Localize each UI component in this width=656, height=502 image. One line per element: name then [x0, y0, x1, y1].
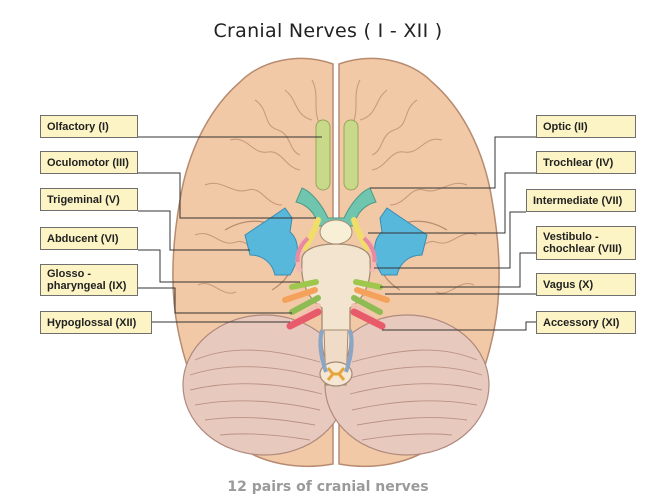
oculomotor-nerve — [302, 217, 370, 251]
label-vestibulocochlear: Vestibulo - chochlear (VIII) — [536, 226, 636, 260]
label-text: Accessory (XI) — [543, 316, 620, 329]
label-text: Optic (II) — [543, 120, 588, 133]
optic-nerve — [295, 187, 377, 245]
olfactory-nerve — [315, 119, 359, 191]
label-text: Vagus (X) — [543, 278, 594, 291]
vagus-nerve — [289, 295, 383, 315]
label-oculomotor: Oculomotor (III) — [40, 151, 138, 174]
label-abducent: Abducent (VI) — [40, 227, 138, 250]
label-olfactory: Olfactory (I) — [40, 115, 138, 138]
label-text: Vestibulo - chochlear (VIII) — [543, 231, 622, 255]
label-text: Hypoglossal (XII) — [47, 316, 137, 329]
label-glossopharyngeal: Glosso - pharyngeal (IX) — [40, 264, 138, 296]
cerebellum — [182, 314, 490, 456]
brainstem — [301, 243, 371, 387]
label-text: Trigeminal (V) — [47, 193, 120, 206]
label-optic: Optic (II) — [536, 115, 636, 138]
diagram-title: Cranial Nerves ( I - XII ) — [213, 20, 443, 42]
cerebellum-right — [324, 314, 490, 456]
pituitary — [319, 219, 353, 245]
label-trochlear: Trochlear (IV) — [536, 151, 636, 174]
label-trigeminal: Trigeminal (V) — [40, 188, 138, 211]
label-text: Intermediate (VII) — [533, 194, 623, 207]
leader-lines — [138, 136, 536, 331]
label-text: Abducent (VI) — [47, 232, 119, 245]
label-vagus: Vagus (X) — [536, 273, 636, 296]
caption: 12 pairs of cranial nerves — [227, 479, 429, 495]
vestibulocochlear-nerve — [289, 279, 383, 290]
label-text: Oculomotor (III) — [47, 156, 129, 169]
vertebral-arteries — [318, 329, 354, 373]
hypoglossal-nerve — [286, 308, 386, 330]
label-intermediate: Intermediate (VII) — [526, 189, 636, 212]
label-text: Glosso - pharyngeal (IX) — [47, 268, 127, 292]
glossopharyngeal-nerve — [282, 287, 390, 303]
label-accessory: Accessory (XI) — [536, 311, 636, 334]
label-text: Olfactory (I) — [47, 120, 109, 133]
spinal-cord-gray-matter — [326, 367, 346, 381]
label-hypoglossal: Hypoglossal (XII) — [40, 311, 152, 334]
label-text: Trochlear (IV) — [543, 156, 614, 169]
facial-nerve — [295, 236, 377, 263]
